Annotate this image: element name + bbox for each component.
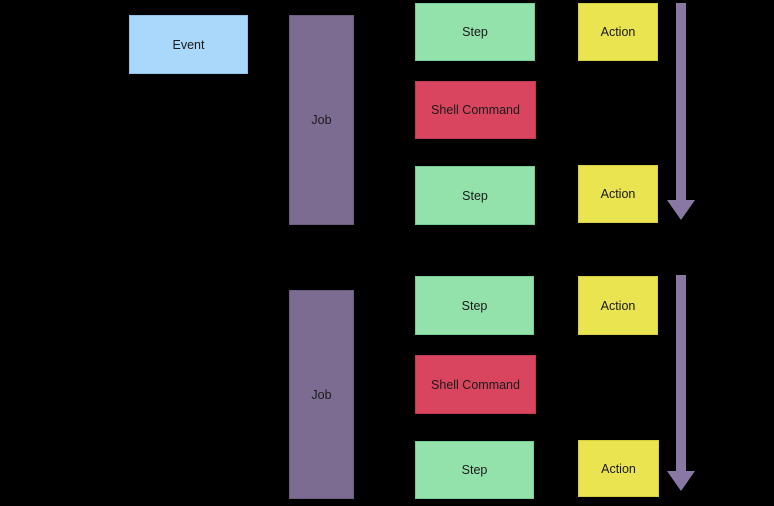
step-node-1: Step [415, 3, 535, 61]
action-node-1: Action [578, 3, 658, 61]
step-node-4: Step [415, 441, 534, 499]
arrow-shaft [676, 3, 686, 203]
shell-command-node-2: Shell Command [415, 355, 536, 414]
job-node-1: Job [289, 15, 354, 225]
action-node-3: Action [578, 276, 658, 335]
arrow-shaft [676, 275, 686, 473]
arrow-head-icon [667, 200, 695, 220]
event-node: Event [129, 15, 248, 74]
arrow-head-icon [667, 471, 695, 491]
action-node-2: Action [578, 165, 658, 223]
step-node-2: Step [415, 166, 535, 225]
action-node-4: Action [578, 440, 659, 497]
job-node-2: Job [289, 290, 354, 499]
shell-command-node-1: Shell Command [415, 81, 536, 139]
step-node-3: Step [415, 276, 534, 335]
